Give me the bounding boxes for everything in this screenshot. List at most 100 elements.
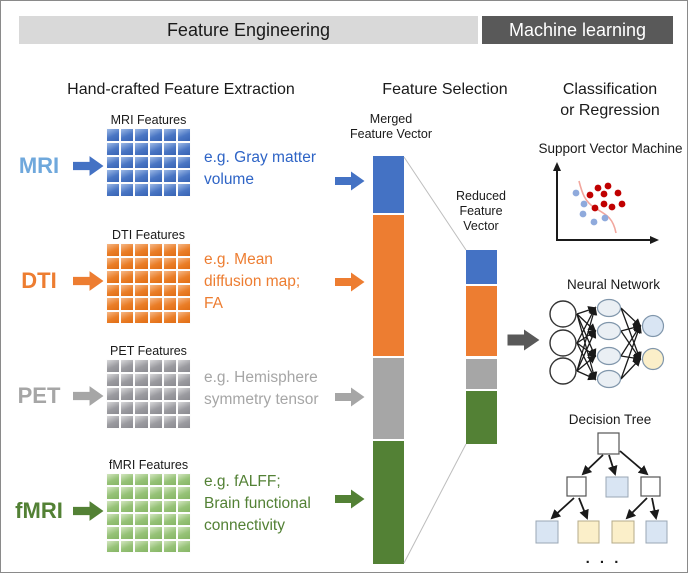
feature-cell (149, 184, 162, 196)
feature-cell (163, 298, 176, 310)
feature-cell (149, 311, 162, 323)
feature-cell (135, 284, 148, 296)
feature-cell (149, 142, 162, 155)
feature-cell (135, 129, 148, 141)
feature-cell (149, 374, 162, 386)
feature-cell (135, 156, 148, 169)
dt-leaf-blue (645, 520, 668, 544)
feature-cell (107, 487, 120, 499)
feature-cell (177, 474, 190, 486)
feature-cell (107, 170, 120, 183)
dt-ellipsis: . . . (585, 550, 622, 567)
feature-cell (163, 388, 176, 400)
feature-cell (121, 402, 134, 414)
merge-arrow-dti-icon (335, 272, 365, 292)
feature-cell (121, 388, 134, 400)
feature-cell (121, 298, 134, 310)
feature-cell (177, 156, 190, 169)
feature-cell (177, 311, 190, 323)
feature-cell (163, 257, 176, 269)
feature-cell (177, 527, 190, 539)
feature-cell (177, 513, 190, 526)
dt-node (566, 476, 587, 497)
feature-cell (107, 142, 120, 155)
feature-cell (149, 129, 162, 141)
feature-cell (163, 513, 176, 526)
merged-segment-fmri (373, 441, 404, 564)
fmri-arrow-icon (73, 501, 104, 521)
feature-cell (149, 487, 162, 499)
nn-graph-icon (549, 298, 665, 389)
reduced-segment-dti (466, 286, 497, 356)
svm-plot-icon (553, 162, 659, 244)
feature-cell (149, 360, 162, 372)
feature-cell (107, 156, 120, 169)
feature-cell (121, 156, 134, 169)
feature-cell (107, 374, 120, 386)
feature-cell (163, 540, 176, 552)
feature-cell (121, 487, 134, 499)
mri-grid-title: MRI Features (110, 113, 187, 127)
feature-cell (163, 244, 176, 256)
feature-cell (107, 271, 120, 283)
feature-cell (135, 474, 148, 486)
feature-cell (177, 388, 190, 400)
feature-cell (135, 244, 148, 256)
feature-cell (135, 374, 148, 386)
feature-cell (135, 402, 148, 414)
feature-cell (107, 388, 120, 400)
feature-cell (107, 513, 120, 526)
dt-leaf-blue (535, 520, 559, 544)
feature-cell (121, 244, 134, 256)
feature-cell (121, 527, 134, 539)
feature-cell (135, 487, 148, 499)
feature-cell (149, 527, 162, 539)
feature-cell (121, 513, 134, 526)
feature-cell (177, 487, 190, 499)
feature-cell (177, 298, 190, 310)
feature-cell (163, 184, 176, 196)
feature-cell (177, 360, 190, 372)
feature-cell (121, 500, 134, 512)
feature-cell (135, 311, 148, 323)
feature-cell (149, 402, 162, 414)
feature-cell (107, 129, 120, 141)
mri-arrow-icon (73, 156, 104, 176)
dti-feature-grid (106, 243, 191, 324)
feature-cell (149, 298, 162, 310)
reduced-segment-pet (466, 359, 497, 389)
fmri-label: fMRI (15, 498, 63, 523)
feature-cell (121, 374, 134, 386)
column-title-selection: Feature Selection (382, 81, 508, 98)
merged-segment-dti (373, 215, 404, 356)
feature-cell (177, 129, 190, 141)
feature-cell (163, 311, 176, 323)
reduced-vector-label: Reduced Feature Vector (455, 189, 507, 233)
feature-cell (163, 142, 176, 155)
mri-feature-grid (106, 128, 191, 197)
feature-cell (135, 298, 148, 310)
feature-cell (177, 257, 190, 269)
pet-caption: e.g. Hemisphere symmetry tensor (204, 369, 319, 408)
stage-bar-label: Feature Engineering (166, 19, 331, 40)
feature-cell (135, 184, 148, 196)
feature-cell (149, 244, 162, 256)
dt-root-node (597, 432, 620, 455)
stage-bar-feature-engineering: Feature Engineering (19, 16, 478, 44)
dti-arrow-icon (73, 271, 104, 291)
feature-cell (135, 142, 148, 155)
feature-cell (149, 474, 162, 486)
feature-cell (163, 474, 176, 486)
feature-cell (121, 142, 134, 155)
mri-caption: e.g. Gray matter volume (204, 149, 316, 188)
fmri-grid-title: fMRI Features (108, 458, 189, 472)
feature-cell (163, 360, 176, 372)
feature-cell (177, 184, 190, 196)
feature-cell (121, 360, 134, 372)
feature-cell (149, 388, 162, 400)
feature-cell (177, 271, 190, 283)
feature-cell (107, 527, 120, 539)
dt-leaf-yellow (577, 520, 600, 544)
feature-cell (163, 500, 176, 512)
reduced-segment-mri (466, 250, 497, 284)
